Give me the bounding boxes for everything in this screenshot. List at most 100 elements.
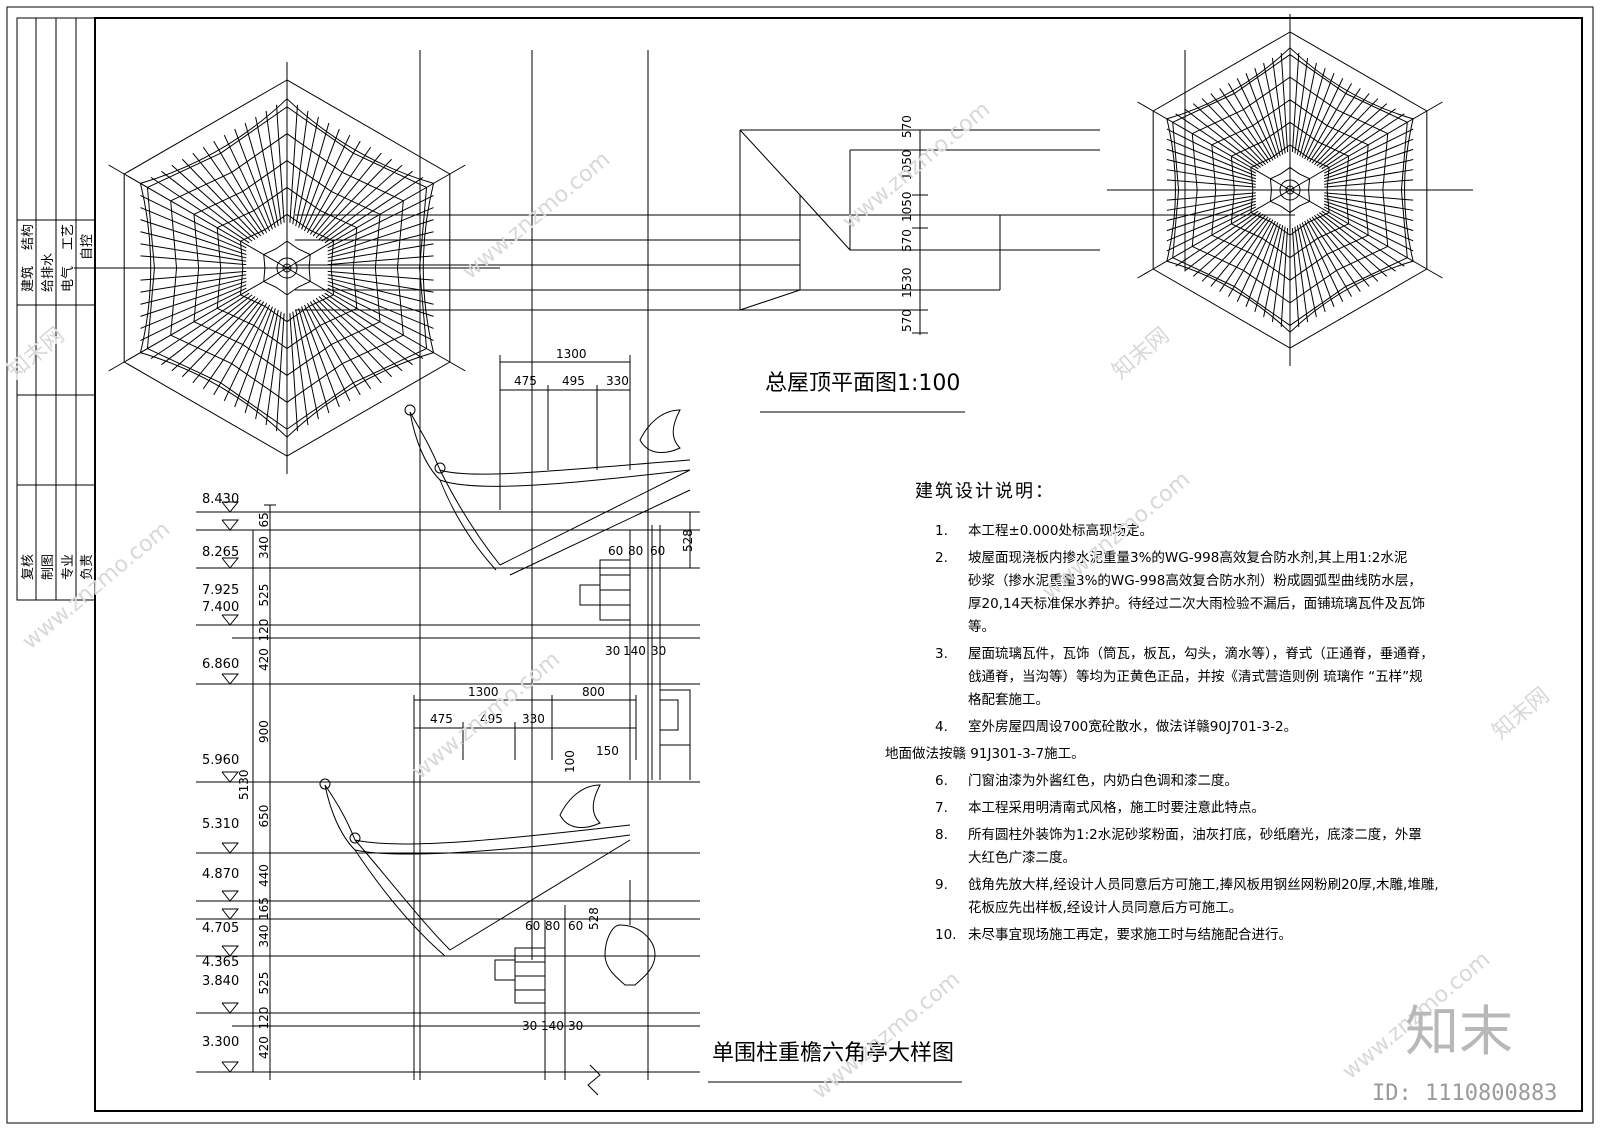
design-notes: 建筑设计说明： 1.本工程±0.000处标高现场定。2.坡屋面现浇板内掺水泥重量… xyxy=(885,481,1439,943)
watermark-text: www.znzmo.com xyxy=(458,147,615,285)
watermark-text: 知末网 xyxy=(1108,323,1175,385)
title-block-label: 建筑 xyxy=(20,266,36,292)
note-line: 大红色广漆二度。 xyxy=(968,849,1076,866)
level-label: 8.430 xyxy=(202,492,239,507)
dim-label: 140 xyxy=(541,1019,564,1033)
note-number: 1. xyxy=(935,523,948,539)
note-line: 砂浆（掺水泥重量3%的WG-998高效复合防水剂）粉成圆弧型曲线防水层， xyxy=(968,572,1422,589)
note-line: 厚20,14天标准保水养护。待经过二次大雨检验不漏后，面铺琉璃瓦件及瓦饰 xyxy=(968,595,1425,612)
brand-watermark: 知末 xyxy=(1405,1000,1513,1063)
note-line: 所有圆柱外装饰为1:2水泥砂浆粉面，油灰打底，砂纸磨光，底漆二度，外罩 xyxy=(968,826,1422,843)
level-label: 4.365 xyxy=(202,955,239,970)
level-label: 4.870 xyxy=(202,867,239,882)
dim-label: 330 xyxy=(522,712,545,726)
note-number: 7. xyxy=(935,800,948,816)
level-label: 3.300 xyxy=(202,1035,239,1050)
note-line: 室外房屋四周设700宽砼散水，做法详赣90J701-3-2。 xyxy=(968,718,1297,735)
note-line: 地面做法按赣 91J301-3-7施工。 xyxy=(885,746,1085,762)
dim-label: 900 xyxy=(257,720,271,743)
dim-label: 340 xyxy=(257,536,271,559)
note-line: 门窗油漆为外酱红色，内奶白色调和漆二度。 xyxy=(968,772,1238,789)
note-number: 3. xyxy=(935,646,948,662)
dim-label: 80 xyxy=(545,919,560,933)
title-block-label: 给排水 xyxy=(41,253,56,292)
dim-label: 570 xyxy=(900,115,914,138)
dim-label: 570 xyxy=(900,229,914,252)
dim-label: 1300 xyxy=(556,347,587,361)
dim-label: 100 xyxy=(563,750,577,773)
dim-label: 30 xyxy=(522,1019,537,1033)
hexagon-roof-plan-right xyxy=(1107,14,1473,366)
hexagon-roof-plan-left xyxy=(74,62,500,474)
outer-border xyxy=(6,6,1594,1124)
dim-label: 1530 xyxy=(900,267,914,298)
level-label: 3.840 xyxy=(202,974,239,989)
dim-label: 60 xyxy=(608,544,623,558)
dim-label: 570 xyxy=(900,309,914,332)
note-number: 10. xyxy=(935,927,956,943)
watermark-text: 知末网 xyxy=(1488,683,1555,745)
dim-label: 495 xyxy=(562,374,585,388)
level-label: 8.265 xyxy=(202,545,239,560)
note-line: 花板应先出样板,经设计人员同意后方可施工。 xyxy=(968,899,1242,916)
note-line: 本工程±0.000处标高现场定。 xyxy=(968,522,1153,539)
dim-label: 528 xyxy=(681,529,695,552)
dim-label: 140 xyxy=(623,644,646,658)
level-label: 7.400 xyxy=(202,600,239,615)
dim-label: 30 xyxy=(651,644,666,658)
note-number: 9. xyxy=(935,877,948,893)
note-line: 屋面琉璃瓦件，瓦饰（筒瓦，板瓦，勾头，滴水等），脊式（正通脊，垂通脊， xyxy=(968,645,1434,662)
dim-label: 1050 xyxy=(900,149,914,180)
ridge-ornament-upper xyxy=(639,409,681,453)
note-line: 戗角先放大样,经设计人员同意后方可施工,捧风板用钢丝网粉刷20厚,木雕,堆雕, xyxy=(968,876,1439,893)
note-number: 8. xyxy=(935,827,948,843)
dim-label: 30 xyxy=(605,644,620,658)
ridge-ornament-lower xyxy=(559,784,601,828)
title-block: 建筑 结构 给排水 电气 工艺 自控 复核 制图 专业 负责 xyxy=(16,17,96,601)
watermark-text: www.znzmo.com xyxy=(808,967,965,1105)
level-label: 5.310 xyxy=(202,817,239,832)
note-number: 6. xyxy=(935,773,948,789)
title-block-label: 制图 xyxy=(41,554,56,580)
hanging-lantern xyxy=(604,924,656,986)
title-block-label: 自控 xyxy=(80,234,95,260)
dim-label: 30 xyxy=(568,1019,583,1033)
level-label: 4.705 xyxy=(202,921,239,936)
note-line: 戗通脊，当沟等）等均为正黄色正品，并按《清式营造则例 琉璃作 “五样”规 xyxy=(968,668,1423,685)
dim-label: 60 xyxy=(650,544,665,558)
pavilion-detail-elevation: 8.4308.2657.9257.4006.8605.9605.3104.870… xyxy=(196,347,962,1096)
dim-label: 65 xyxy=(257,512,271,527)
overall-height-dim: 5130 xyxy=(237,769,251,800)
title-block-label: 工艺 xyxy=(61,224,76,250)
dim-label: 1300 xyxy=(468,685,499,699)
note-line: 等。 xyxy=(968,618,995,635)
dim-label: 650 xyxy=(257,805,271,828)
watermark-text: www.znzmo.com xyxy=(18,517,175,655)
dim-label: 120 xyxy=(257,1007,271,1030)
note-line: 本工程采用明清南式风格，施工时要注意此特点。 xyxy=(968,799,1265,816)
watermark-text: www.znzmo.com xyxy=(838,97,995,235)
note-number: 4. xyxy=(935,719,948,735)
dim-label: 330 xyxy=(606,374,629,388)
dim-label: 525 xyxy=(257,584,271,607)
dim-label: 150 xyxy=(596,744,619,758)
dim-label: 340 xyxy=(257,925,271,948)
dim-label: 120 xyxy=(257,619,271,642)
note-line: 未尽事宜现场施工再定，要求施工时与结施配合进行。 xyxy=(968,927,1292,943)
title-block-label: 专业 xyxy=(61,554,76,580)
dim-label: 475 xyxy=(514,374,537,388)
title-block-label: 电气 xyxy=(60,266,76,292)
level-label: 7.925 xyxy=(202,583,239,598)
dim-label: 420 xyxy=(257,648,271,671)
roof-plan-connection: 570 1050 1050 570 1530 570 总屋顶平面图1:100 xyxy=(295,50,1295,1080)
dim-label: 60 xyxy=(525,919,540,933)
note-line: 坡屋面现浇板内掺水泥重量3%的WG-998高效复合防水剂,其上用1:2水泥 xyxy=(968,549,1407,566)
dim-label: 800 xyxy=(582,685,605,699)
level-label: 5.960 xyxy=(202,753,239,768)
level-markers: 8.4308.2657.9257.4006.8605.9605.3104.870… xyxy=(196,492,240,1073)
dim-label: 495 xyxy=(480,712,503,726)
dim-label: 528 xyxy=(587,907,601,930)
